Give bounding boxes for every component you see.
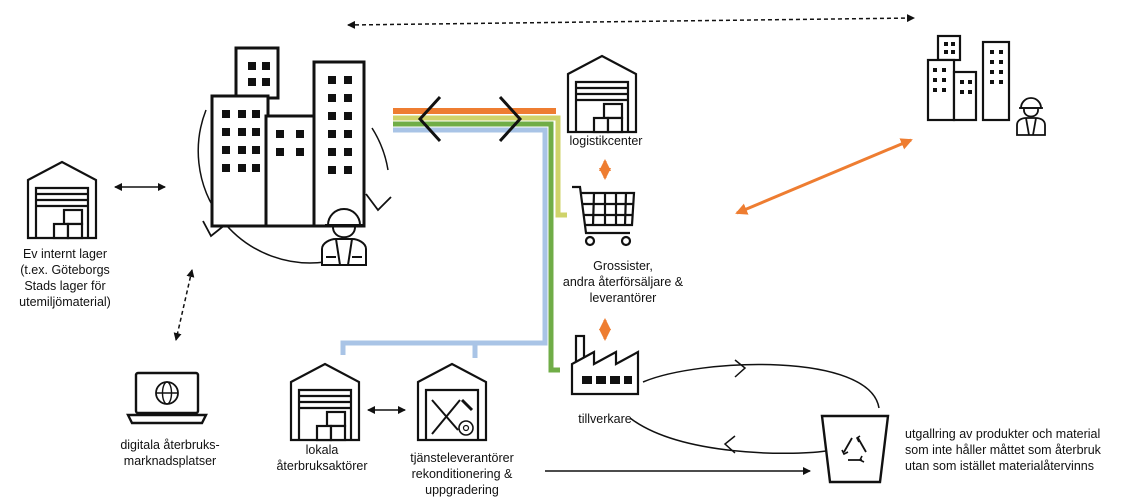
laptop-globe-icon (126, 371, 208, 425)
tools-icon (416, 362, 488, 442)
blue-flow-line (340, 127, 548, 358)
right-chevron (498, 95, 523, 143)
service-providers-label: tjänsteleverantörer rekonditionering & u… (410, 451, 514, 497)
yellow-flow-line (393, 115, 567, 218)
local-actors-warehouse-icon (289, 362, 361, 442)
building-cluster-icon (210, 46, 366, 228)
factory-icon (570, 334, 640, 396)
city-marketplace-dashed-arrow (173, 269, 195, 341)
wholesalers-label: Grossister, andra återförsäljare & lever… (562, 259, 684, 305)
logistics-warehouse-icon (566, 54, 638, 134)
internal-storage-warehouse-icon (26, 160, 98, 240)
sorting-out-label: utgallring av produkter och material som… (905, 427, 1101, 473)
manufacturer-label: tillverkare (578, 412, 632, 426)
external-building-cluster-icon (926, 34, 1011, 122)
top-dashed-double-arrow (347, 14, 915, 29)
recycling-bin-icon (820, 414, 890, 484)
green-flow-line (393, 121, 560, 373)
shopping-cart-icon (572, 185, 636, 247)
digital-marketplaces-label: digitala återbruks- marknadsplatser (120, 438, 220, 468)
cycle-arrowhead-left (202, 220, 227, 238)
connector-arrows (114, 14, 915, 475)
wholesale-external-city-arrow (735, 138, 913, 215)
recycling-loop (629, 359, 880, 455)
material-flow-lines (340, 95, 567, 373)
internal-storage-label: Ev internt lager (t.ex. Göteborgs Stads … (19, 247, 111, 309)
worker-icon (321, 208, 367, 266)
cycle-arrowhead-right (365, 193, 392, 212)
external-worker-icon (1016, 97, 1046, 136)
logistics-center-label: logistikcenter (569, 134, 643, 148)
left-chevron (417, 95, 442, 143)
local-actors-label: lokala återbruksaktörer (276, 443, 368, 473)
